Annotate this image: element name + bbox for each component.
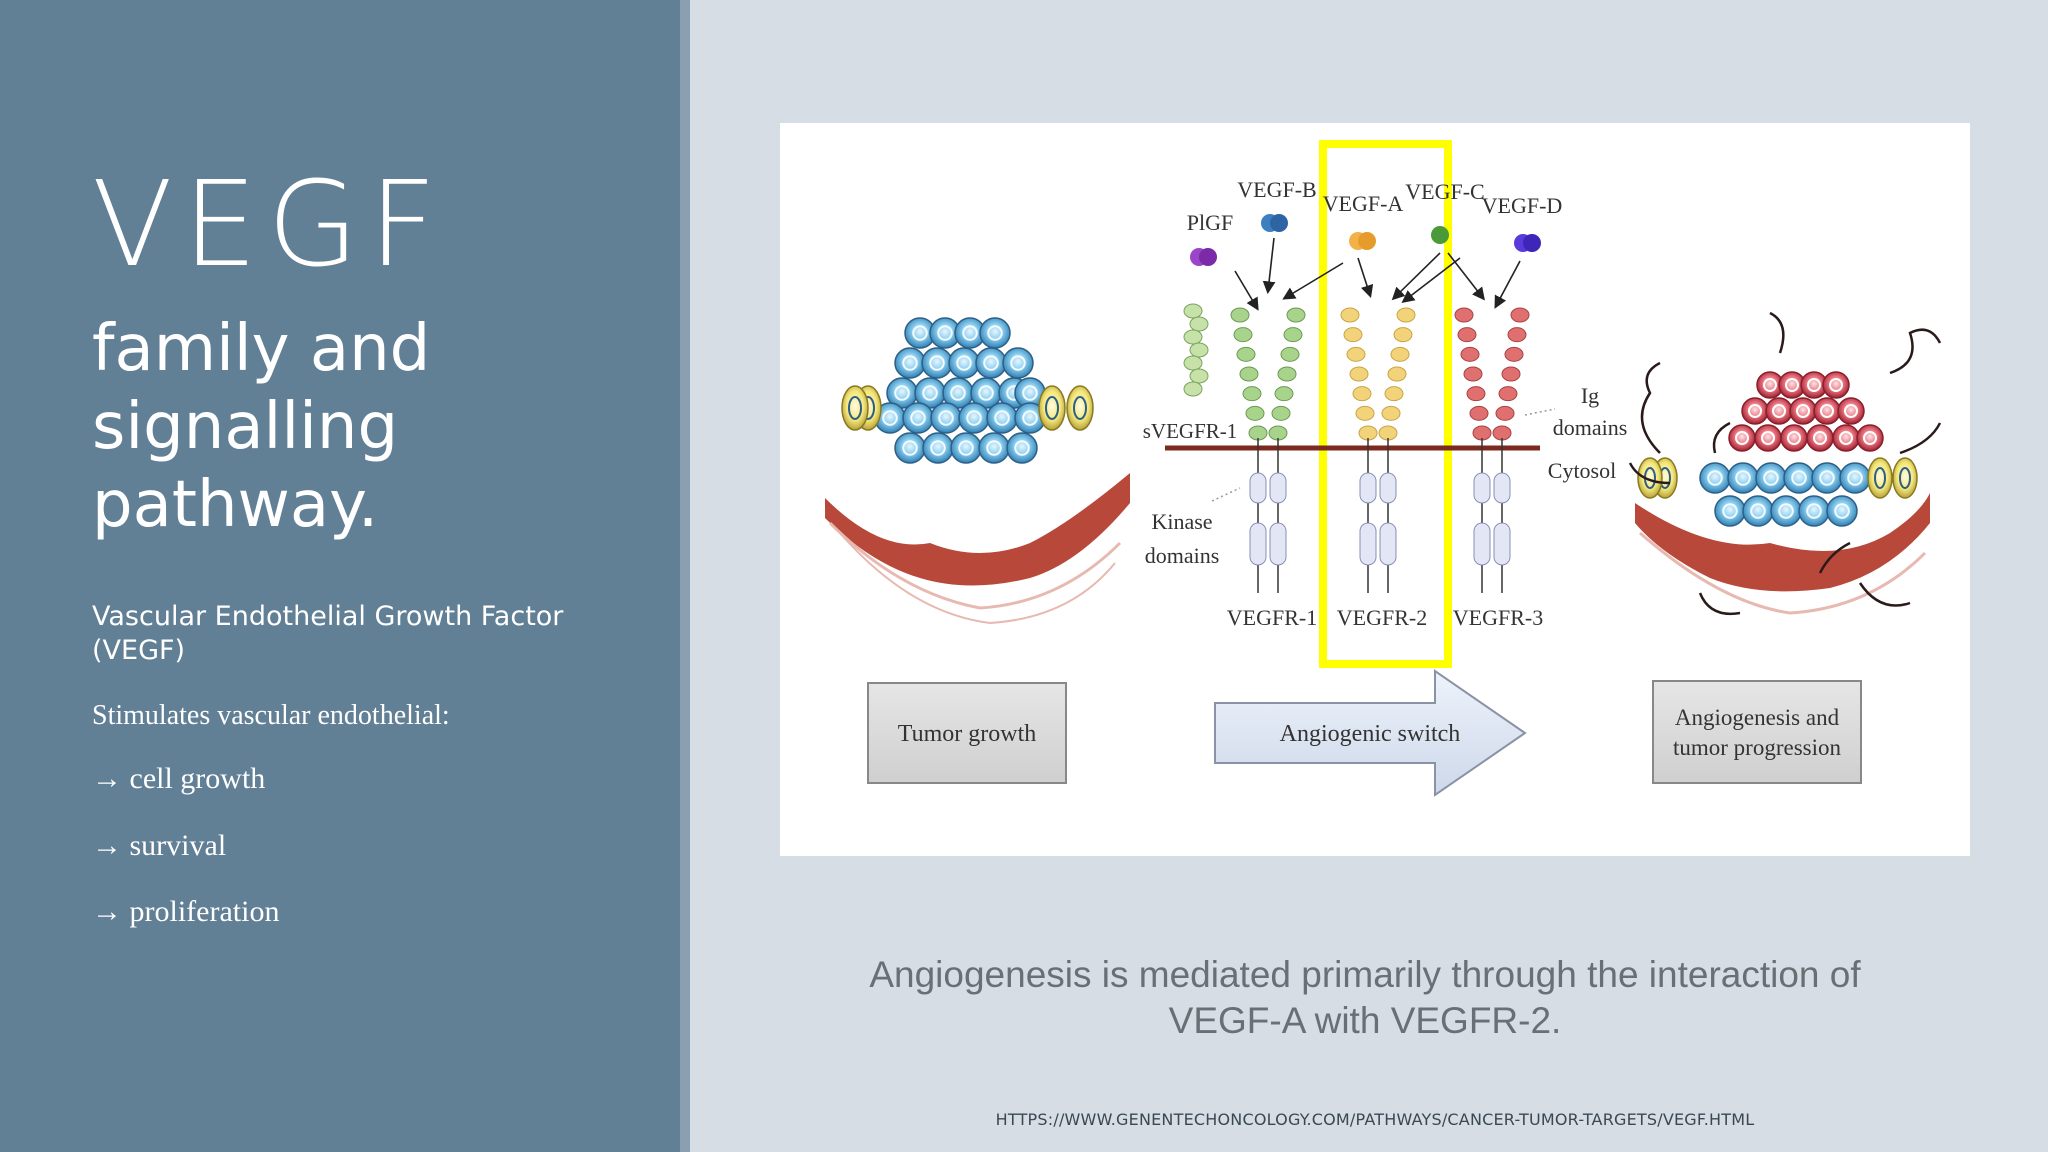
slide-title: VEGF <box>92 155 447 293</box>
tumor-cell <box>978 432 1010 464</box>
label-vegfr3: VEGFR-3 <box>1453 605 1543 630</box>
receptor-vegfr3 <box>1454 307 1530 593</box>
panel-divider <box>680 0 690 1152</box>
tumor-cell-red <box>1806 424 1834 452</box>
tumor-cell-yellow <box>1038 385 1066 431</box>
ig-pointer <box>1524 408 1556 416</box>
tumor-cell <box>1839 462 1871 494</box>
tumor-cell-red <box>1822 371 1850 399</box>
label-vegfr2: VEGFR-2 <box>1337 605 1427 630</box>
tumor-cell <box>1742 495 1774 527</box>
tumor-cell <box>886 377 918 409</box>
tumor-cell <box>1002 347 1034 379</box>
tumor-right-illustration <box>1628 311 1942 616</box>
tumor-cell <box>1755 462 1787 494</box>
tumor-cell-red <box>1856 424 1884 452</box>
tumor-cell-red <box>1837 397 1865 425</box>
ligand-arrows <box>1234 237 1521 311</box>
tumor-cell-red <box>1741 397 1769 425</box>
pathway-diagram: PlGF VEGF-B VEGF-A VEGF-C VEGF-D sVEGFR-… <box>825 140 1942 797</box>
stimulates-text: Stimulates vascular endothelial: <box>92 700 450 731</box>
tumor-cell <box>894 432 926 464</box>
tumor-cell <box>921 347 953 379</box>
tumor-cell <box>950 432 982 464</box>
bullet-cell-growth: → cell growth <box>92 762 266 795</box>
label-vegf-d: VEGF-D <box>1482 193 1563 218</box>
ligand-vegf-d <box>1514 234 1541 252</box>
tumor-cell-yellow <box>1892 457 1918 499</box>
tumor-cell <box>930 402 962 434</box>
box-angiogenesis-progression: Angiogenesis and tumor progression <box>1652 680 1862 784</box>
kinase-pointer <box>1211 487 1241 502</box>
bullet-survival: → survival <box>92 829 227 862</box>
tumor-cell <box>1699 462 1731 494</box>
new-vessels <box>1628 311 1942 616</box>
svg-text:Tumor growth: Tumor growth <box>898 721 1036 747</box>
tumor-cell <box>904 317 936 349</box>
svg-text:tumor progression: tumor progression <box>1673 735 1842 760</box>
tumor-cell-red <box>1789 397 1817 425</box>
receptor-vegfr1 <box>1230 307 1306 593</box>
receptor-vegfr2 <box>1340 307 1416 593</box>
label-ig: Ig <box>1581 383 1599 408</box>
slide-subtitle: family and signalling pathway. <box>92 312 431 542</box>
tumor-cell <box>1727 462 1759 494</box>
tumor-cell <box>1783 462 1815 494</box>
tumor-cell <box>1770 495 1802 527</box>
label-kinase: Kinase <box>1151 509 1212 534</box>
tumor-cell-red <box>1728 424 1756 452</box>
ligand-vegf-a <box>1349 232 1376 250</box>
tumor-cell-red <box>1832 424 1860 452</box>
tumor-cell <box>922 432 954 464</box>
tumor-cell <box>958 402 990 434</box>
box-angiogenic-switch: Angiogenic switch <box>1214 669 1527 797</box>
figure-caption: Angiogenesis is mediated primarily throu… <box>869 954 1861 1041</box>
box-tumor-growth: Tumor growth <box>867 682 1067 784</box>
label-vegfr1: VEGFR-1 <box>1227 605 1317 630</box>
receptor-svegfr1 <box>1183 303 1209 397</box>
tumor-cell <box>948 347 980 379</box>
tumor-cell-red <box>1800 371 1828 399</box>
tumor-cell <box>902 402 934 434</box>
svg-text:Angiogenesis and: Angiogenesis and <box>1675 705 1840 730</box>
tumor-cell <box>1798 495 1830 527</box>
tumor-cell-yellow <box>1867 457 1893 499</box>
label-cytosol: Cytosol <box>1548 458 1616 483</box>
tumor-cell <box>979 317 1011 349</box>
tumor-left-illustration <box>825 317 1130 625</box>
source-link[interactable]: HTTPS://WWW.GENENTECHONCOLOGY.COM/PATHWA… <box>995 1110 1755 1129</box>
label-pigf: PlGF <box>1187 210 1233 235</box>
definition-text: Vascular Endothelial Growth Factor (VEGF… <box>92 601 564 666</box>
tumor-cell-red <box>1780 424 1808 452</box>
label-vegf-c: VEGF-C <box>1405 179 1484 204</box>
label-kinase-domains: domains <box>1145 543 1220 568</box>
label-vegf-b: VEGF-B <box>1237 177 1316 202</box>
tumor-cell <box>975 347 1007 379</box>
ligand-vegf-b <box>1261 214 1288 232</box>
bullet-proliferation: → proliferation <box>92 895 280 928</box>
left-panel <box>0 0 680 1152</box>
tumor-cell-yellow <box>841 385 869 431</box>
tumor-cell-red <box>1754 424 1782 452</box>
tumor-cell <box>986 402 1018 434</box>
tumor-cell-red <box>1813 397 1841 425</box>
tumor-cell <box>1714 495 1746 527</box>
tumor-cell-red <box>1765 397 1793 425</box>
label-vegf-a: VEGF-A <box>1323 191 1404 216</box>
svg-text:Angiogenic switch: Angiogenic switch <box>1280 721 1461 747</box>
tumor-cell <box>1826 495 1858 527</box>
tumor-cell <box>1006 432 1038 464</box>
vegf-pathway-figure: PlGF VEGF-B VEGF-A VEGF-C VEGF-D sVEGFR-… <box>780 123 1970 856</box>
tumor-cell <box>1811 462 1843 494</box>
tumor-cell-yellow <box>1066 385 1094 431</box>
label-domains: domains <box>1553 415 1628 440</box>
ligand-pigf <box>1190 248 1217 266</box>
tumor-cell-red <box>1778 371 1806 399</box>
tumor-cell <box>894 347 926 379</box>
vegfr2-highlight-box <box>1319 140 1452 668</box>
label-svegfr1: sVEGFR-1 <box>1143 419 1238 443</box>
tumor-cell-yellow <box>1637 457 1663 499</box>
tumor-cell <box>874 402 906 434</box>
ligand-vegf-c <box>1431 226 1449 244</box>
